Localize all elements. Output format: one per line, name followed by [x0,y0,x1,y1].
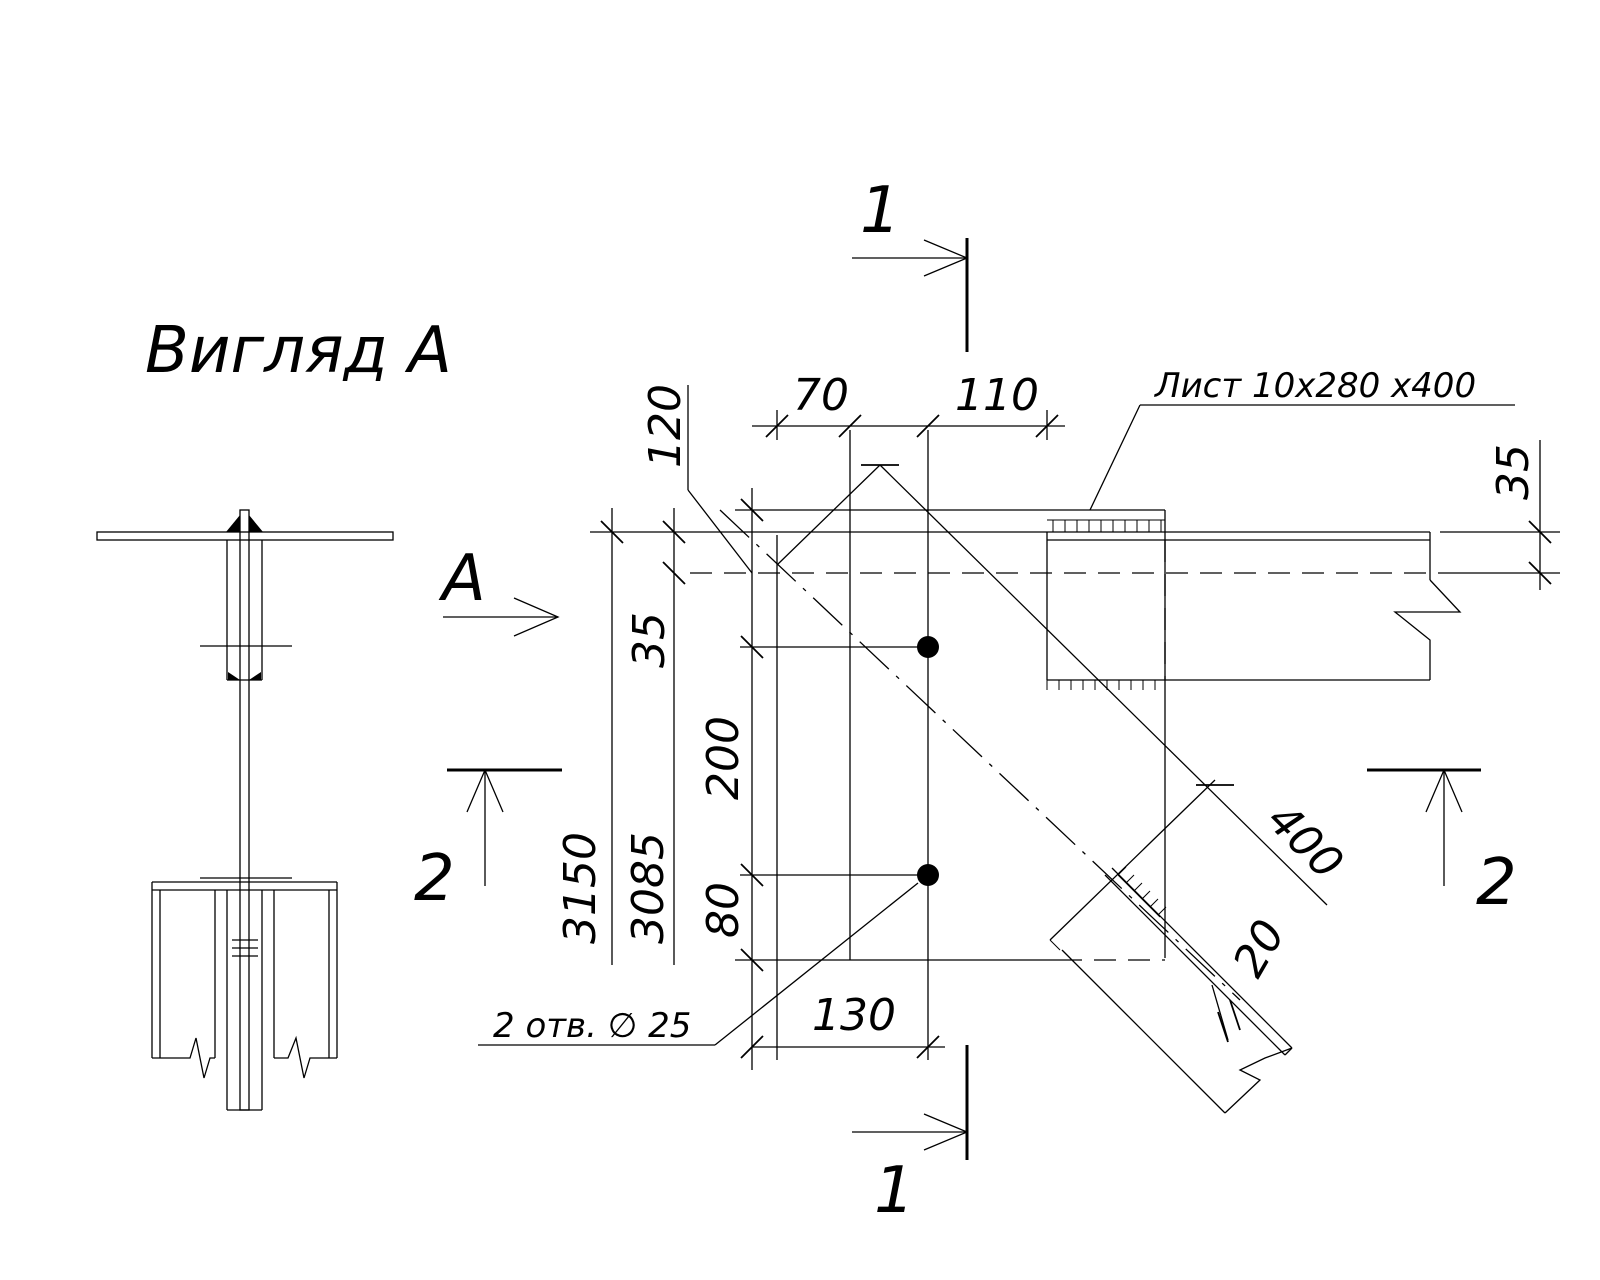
section-1-bottom-label: 1 [874,1154,915,1228]
view-arrow-label: А [438,542,486,616]
section-2-right-label: 2 [1476,846,1517,920]
dim-200: 200 [698,716,749,800]
section-1-top: 1 [852,174,969,352]
view-title: Вигляд А [145,314,452,388]
dim-35-left: 35 [624,612,675,668]
dim-130: 130 [812,990,896,1041]
weld-top [1046,519,1165,690]
dim-3150: 3150 [555,832,606,944]
gusset-plate [590,430,1462,1114]
plate-note: Лист 10x280 x400 [1153,366,1476,406]
dim-3085: 3085 [623,832,674,944]
dim-120: 120 [640,384,691,468]
view-a-arrow: А [438,542,560,637]
section-1-bottom: 1 [852,1045,969,1228]
dimensions: 70 110 Лист 10x280 x400 120 35 200 80 31… [478,366,1560,1070]
holes-note: 2 отв. ∅ 25 [493,1006,691,1046]
dim-35-right: 35 [1488,444,1539,500]
dim-20: 20 [1223,912,1295,986]
side-view [96,509,394,1111]
dim-400: 400 [1257,794,1352,889]
section-1-top-label: 1 [860,174,901,248]
section-2-left-label: 2 [414,842,455,916]
weld-diagonal [1049,866,1167,951]
section-2-left: 2 [414,768,562,916]
dim-110: 110 [955,370,1039,421]
section-2-right: 2 [1367,768,1517,920]
dim-70: 70 [793,370,849,421]
dim-80: 80 [698,882,749,938]
